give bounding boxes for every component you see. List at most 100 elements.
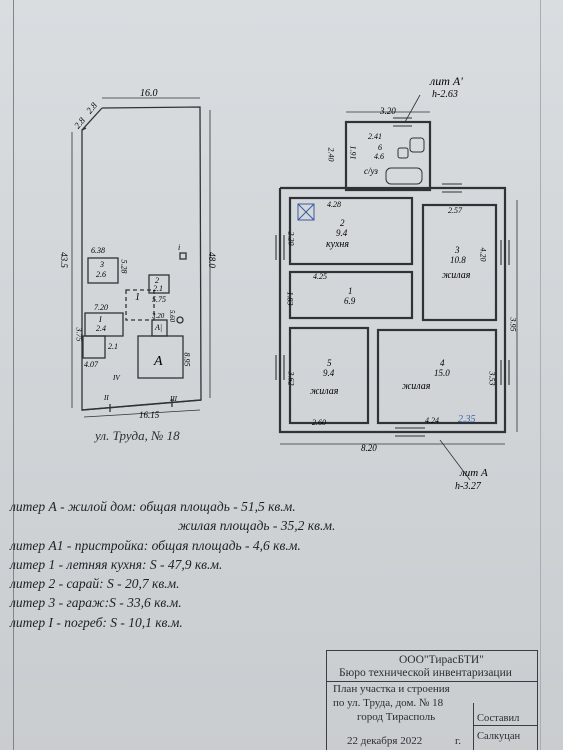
- margin-line-right: [540, 0, 541, 750]
- legend-line-5: литер 2 - сарай: S - 20,7 кв.м.: [10, 576, 180, 592]
- stamp-vline: [473, 703, 475, 750]
- gate-III: III: [170, 395, 177, 403]
- room1-num: 1: [348, 286, 353, 296]
- room4-num: 4: [440, 358, 445, 368]
- kitchen-num: 2: [340, 218, 345, 228]
- room1-area: 6.9: [344, 296, 356, 306]
- stamp-title-2: по ул. Труда, дом. № 18: [333, 697, 444, 709]
- b3-width: 7.20: [94, 303, 108, 312]
- lit-top: лит А': [430, 74, 463, 88]
- legend-line-7: литер I - погреб: S - 10,1 кв.м.: [10, 614, 183, 630]
- room1-walls: [288, 270, 414, 320]
- legend-line-1: литер А - жилой дом: общая площадь - 51,…: [10, 499, 296, 514]
- bI-label: I: [99, 315, 102, 324]
- room1-width: 4.25: [313, 272, 327, 281]
- room4-width: 4.24: [425, 416, 439, 425]
- dim-top: 3.20: [380, 106, 396, 116]
- stamp-bureau: Бюро технической инвентаризации: [339, 667, 512, 679]
- toilet: [409, 137, 425, 153]
- stamp-date-suffix: г.: [455, 735, 462, 747]
- legend-line-4: литер 1 - летняя кухня: S - 47,9 кв.м.: [10, 556, 223, 572]
- site-plan: [71, 97, 211, 418]
- bath-name: с/уз: [364, 166, 378, 176]
- building-1-kitchen: [125, 289, 155, 321]
- room4-height: 3.53: [487, 371, 497, 386]
- site-caption: ул. Труда, № 18: [95, 428, 180, 443]
- room4-walls: [376, 328, 498, 425]
- kitchen-height: 2.20: [286, 231, 296, 246]
- b1-width: 6.38: [91, 246, 105, 255]
- site-dim-top: 16.0: [140, 88, 158, 99]
- room5-width: 2.60: [312, 418, 326, 427]
- kitchen-label: 1: [135, 292, 140, 303]
- house-A-label: А: [154, 354, 163, 369]
- room1-height: 1.83: [285, 291, 295, 306]
- site-dim-bottom: 16.15: [139, 410, 160, 420]
- room3-width: 2.57: [448, 206, 462, 215]
- room5-name: жилая: [310, 386, 339, 397]
- kitchen-name: кухня: [326, 239, 350, 250]
- building-2: [148, 274, 170, 294]
- room5-walls: [288, 326, 370, 425]
- kitchen-walls: [288, 196, 414, 266]
- kitchen-width: 4.28: [327, 200, 341, 209]
- room5-area: 9.4: [323, 368, 335, 378]
- room4-name: жилая: [402, 381, 431, 392]
- a1-width: 3.20: [152, 312, 165, 320]
- room5-height: 3.62: [286, 371, 296, 386]
- building-3: [87, 257, 119, 284]
- stamp-title-1: План участка и строения: [333, 683, 450, 695]
- title-block-stamp: ООО"ТирасБТИ" Бюро технической инвентари…: [326, 650, 538, 750]
- b2-area: 2.1: [153, 284, 163, 293]
- bath-width: 2.41: [368, 132, 382, 141]
- stove: [297, 203, 315, 221]
- bathroom-walls: [344, 120, 432, 190]
- bI-area: 2.4: [96, 324, 106, 333]
- stamp-name: Салкуцан: [477, 731, 521, 742]
- legend-line-3: литер А1 - пристройка: общая площадь - 4…: [10, 537, 301, 553]
- b1-area: 2.6: [96, 270, 106, 279]
- small-item-label: i: [178, 243, 181, 252]
- sink: [397, 147, 409, 159]
- bath-height-left: 2.40: [326, 147, 336, 162]
- gate-IV: IV: [113, 374, 120, 382]
- legend-line-2: жилая площадь - 35,2 кв.м.: [178, 518, 336, 534]
- lit-bottom: лит А: [460, 467, 488, 479]
- margin-line: [13, 0, 14, 750]
- lit-bottom-h: h-3.27: [455, 481, 481, 492]
- stamp-made-by: Составил: [477, 713, 520, 724]
- legend-line-6: литер 3 - гараж:S - 33,6 кв.м.: [10, 595, 182, 611]
- stamp-divider-2: [473, 725, 537, 727]
- stamp-title-3: город Тирасполь: [357, 711, 436, 723]
- room4-area: 15.0: [434, 368, 450, 378]
- bath-height-right: 1.91: [348, 145, 358, 160]
- building-A: [137, 335, 184, 379]
- dim-bottom-total: 8.20: [361, 443, 377, 453]
- b3-side: 2.1: [108, 342, 118, 351]
- floor-plan: [275, 94, 518, 481]
- room3-name: жилая: [442, 270, 471, 281]
- b1-label: 3: [100, 260, 104, 269]
- stamp-date: 22 декабря 2022: [347, 735, 423, 747]
- b2-label: 2: [155, 276, 159, 285]
- room3-walls: [421, 203, 498, 322]
- bathtub: [385, 167, 423, 185]
- room3-area: 10.8: [450, 255, 466, 265]
- dim-right-total: 3.95: [508, 317, 518, 332]
- bath-area: 4.6: [374, 152, 384, 161]
- stamp-divider: [327, 681, 537, 683]
- legend: литер А - жилой дом: общая площадь - 51,…: [10, 497, 430, 632]
- room5-num: 5: [327, 358, 332, 368]
- lit-top-h: h-2.63: [432, 89, 458, 100]
- a1-label: А|: [155, 323, 163, 332]
- room3-num: 3: [455, 245, 460, 255]
- kitchen-dim: 5.75: [152, 295, 166, 304]
- bath-num: 6: [378, 143, 382, 152]
- room3-height: 4.20: [478, 247, 488, 262]
- blue-note: 2.35: [458, 414, 476, 425]
- gate-II: II: [104, 394, 109, 402]
